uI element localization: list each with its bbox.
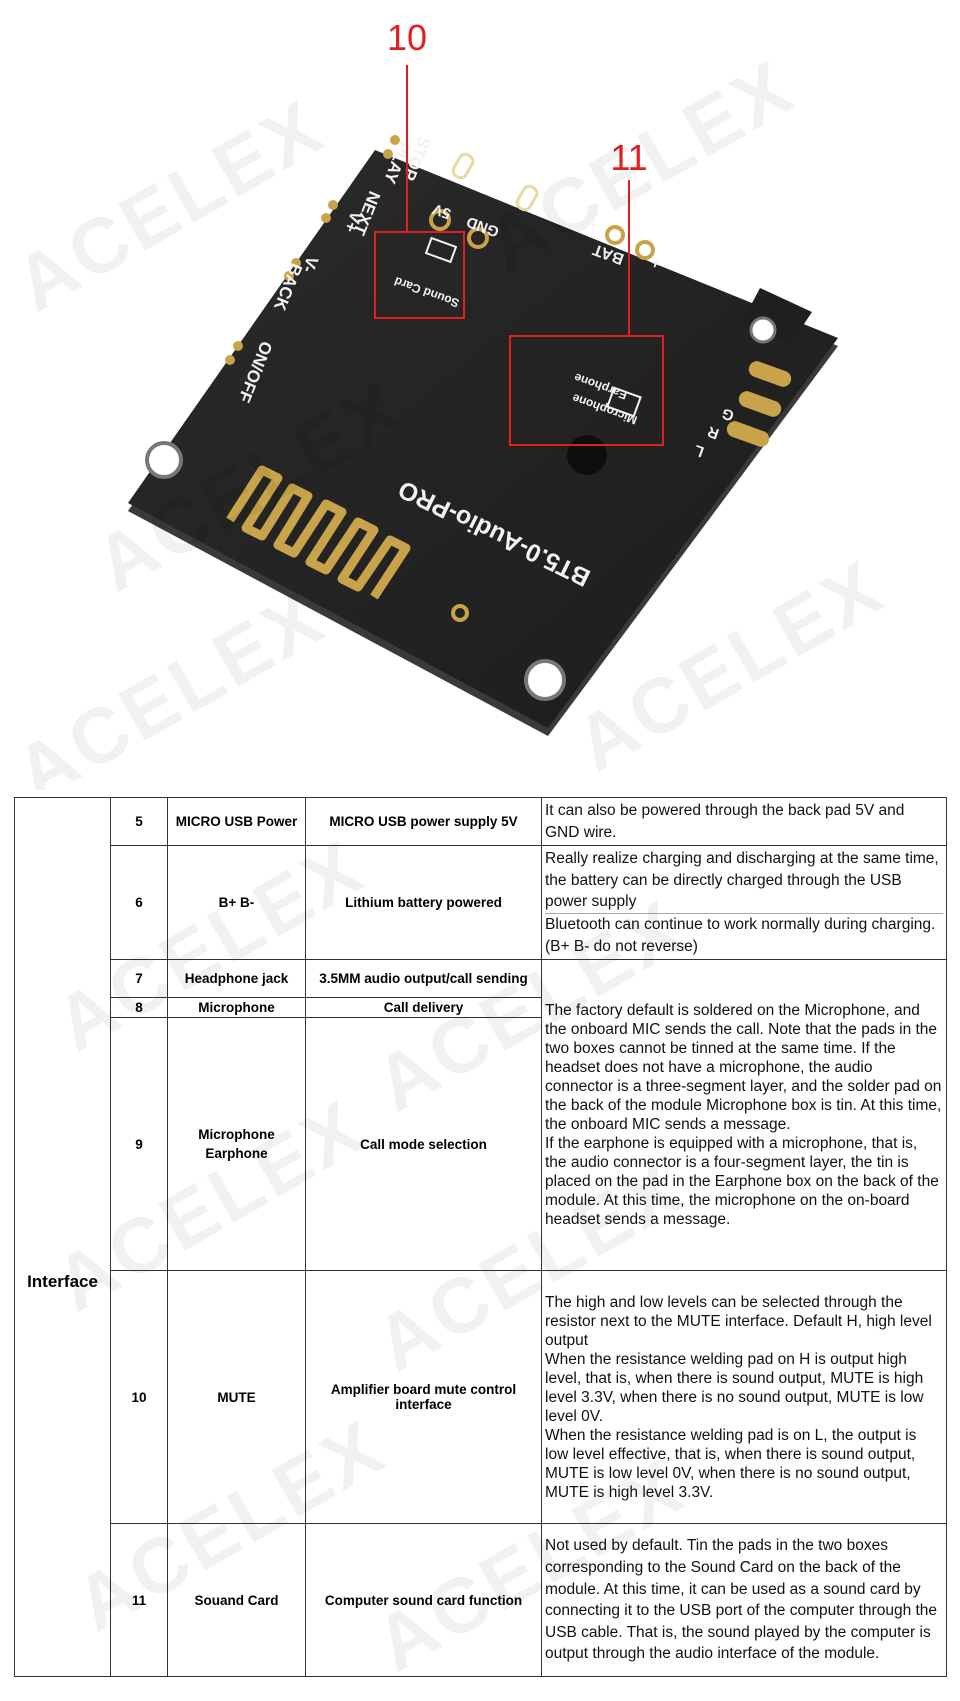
description-part: Really realize charging and discharging … bbox=[545, 850, 939, 911]
usb-tab bbox=[742, 288, 812, 345]
mounting-hole-right bbox=[749, 316, 777, 344]
table-row: 7 Headphone jack 3.5MM audio output/call… bbox=[15, 959, 947, 1272]
table-row: 6 B+ B- Lithium battery powered Really r… bbox=[15, 845, 947, 961]
description-part: The high and low levels can be selected … bbox=[545, 1293, 932, 1349]
pad-g bbox=[748, 361, 792, 387]
row-number: 11 bbox=[110, 1523, 168, 1678]
row-number: 8 bbox=[110, 997, 168, 1019]
callout-box-10 bbox=[374, 231, 465, 319]
row-number: 6 bbox=[110, 845, 168, 961]
description-part: When the resistance welding pad is on L,… bbox=[545, 1426, 917, 1501]
sound-card-pad bbox=[424, 236, 458, 264]
row-name: MUTE bbox=[167, 1270, 306, 1525]
description-part: When the resistance welding pad on H is … bbox=[545, 1350, 924, 1425]
label-5v: 5V bbox=[430, 200, 453, 222]
description-part: The factory default is soldered on the M… bbox=[545, 1002, 942, 1134]
row-number: 9 bbox=[110, 1017, 168, 1272]
pcb-board bbox=[128, 150, 838, 728]
row-name: Microphone Earphone bbox=[167, 1017, 306, 1272]
product-photo: STOP PLAY NEXT V+ V- BACK ON/OFF 5V GND … bbox=[0, 0, 960, 790]
label-g: G bbox=[720, 404, 737, 424]
row-function: 3.5MM audio output/call sending bbox=[305, 959, 542, 999]
mounting-hole-bottom bbox=[524, 659, 566, 701]
pad-bat-minus bbox=[605, 225, 625, 245]
pcb-board-illustration: STOP PLAY NEXT V+ V- BACK ON/OFF 5V GND … bbox=[128, 17, 838, 736]
pad-5v bbox=[429, 209, 451, 231]
pad-bat-plus bbox=[635, 240, 655, 260]
row-number: 10 bbox=[110, 1270, 168, 1525]
name-line: Earphone bbox=[205, 1146, 268, 1162]
callout-number-10: 10 bbox=[387, 17, 427, 58]
row-name: Souand Card bbox=[167, 1523, 306, 1678]
mic-earphone-pad bbox=[606, 386, 642, 418]
table-row: 11 Souand Card Computer sound card funct… bbox=[15, 1523, 947, 1678]
via-pad bbox=[451, 604, 469, 622]
table-row: 10 MUTE Amplifier board mute control int… bbox=[15, 1270, 947, 1525]
interface-spec-table: Interface 5 MICRO USB Power MICRO USB po… bbox=[14, 796, 947, 1678]
pad-gnd bbox=[467, 227, 489, 249]
row-name: B+ B- bbox=[167, 845, 306, 961]
group-label-interface: Interface bbox=[14, 796, 111, 1678]
row-description: Really realize charging and discharging … bbox=[541, 845, 947, 961]
row-function: Computer sound card function bbox=[305, 1523, 542, 1678]
led-oval-2 bbox=[515, 184, 539, 212]
callout-box-11 bbox=[509, 335, 664, 446]
description-part: If the earphone is equipped with a micro… bbox=[545, 1135, 939, 1229]
callout-number-11: 11 bbox=[610, 137, 647, 178]
table-row: Interface 5 MICRO USB Power MICRO USB po… bbox=[14, 796, 947, 1678]
row-name: Headphone jack bbox=[167, 959, 306, 999]
row-function: Call delivery bbox=[305, 997, 542, 1019]
row-description: The high and low levels can be selected … bbox=[541, 1270, 947, 1525]
merged-description: The factory default is soldered on the M… bbox=[541, 959, 947, 1272]
label-vminus: V- bbox=[298, 254, 322, 276]
row-number: 7 bbox=[110, 959, 168, 999]
row-function: MICRO USB power supply 5V bbox=[305, 796, 542, 847]
row-function: Lithium battery powered bbox=[305, 845, 542, 961]
led-oval-1 bbox=[451, 152, 475, 180]
label-bat-minus: - bbox=[589, 216, 600, 234]
row-description: It can also be powered through the back … bbox=[541, 796, 947, 847]
table-row: 8 Microphone Call delivery bbox=[15, 997, 947, 1019]
name-line: Microphone bbox=[198, 1127, 275, 1143]
left-pad-column bbox=[225, 135, 400, 365]
row-name: Microphone bbox=[167, 997, 306, 1019]
pad-l bbox=[726, 421, 770, 447]
row-function: Call mode selection bbox=[305, 1017, 542, 1272]
row-description: Not used by default. Tin the pads in the… bbox=[541, 1523, 947, 1678]
antenna-trace bbox=[226, 465, 411, 600]
row-number: 5 bbox=[110, 796, 168, 847]
microphone-hole bbox=[567, 435, 607, 475]
description-part: Bluetooth can continue to work normally … bbox=[545, 912, 943, 957]
mounting-hole-left bbox=[145, 441, 183, 479]
row-name: MICRO USB Power bbox=[167, 796, 306, 847]
table-row: 9 Microphone Earphone Call mode selectio… bbox=[15, 1017, 947, 1272]
row-function: Amplifier board mute control interface bbox=[305, 1270, 542, 1525]
pad-r bbox=[738, 391, 782, 417]
